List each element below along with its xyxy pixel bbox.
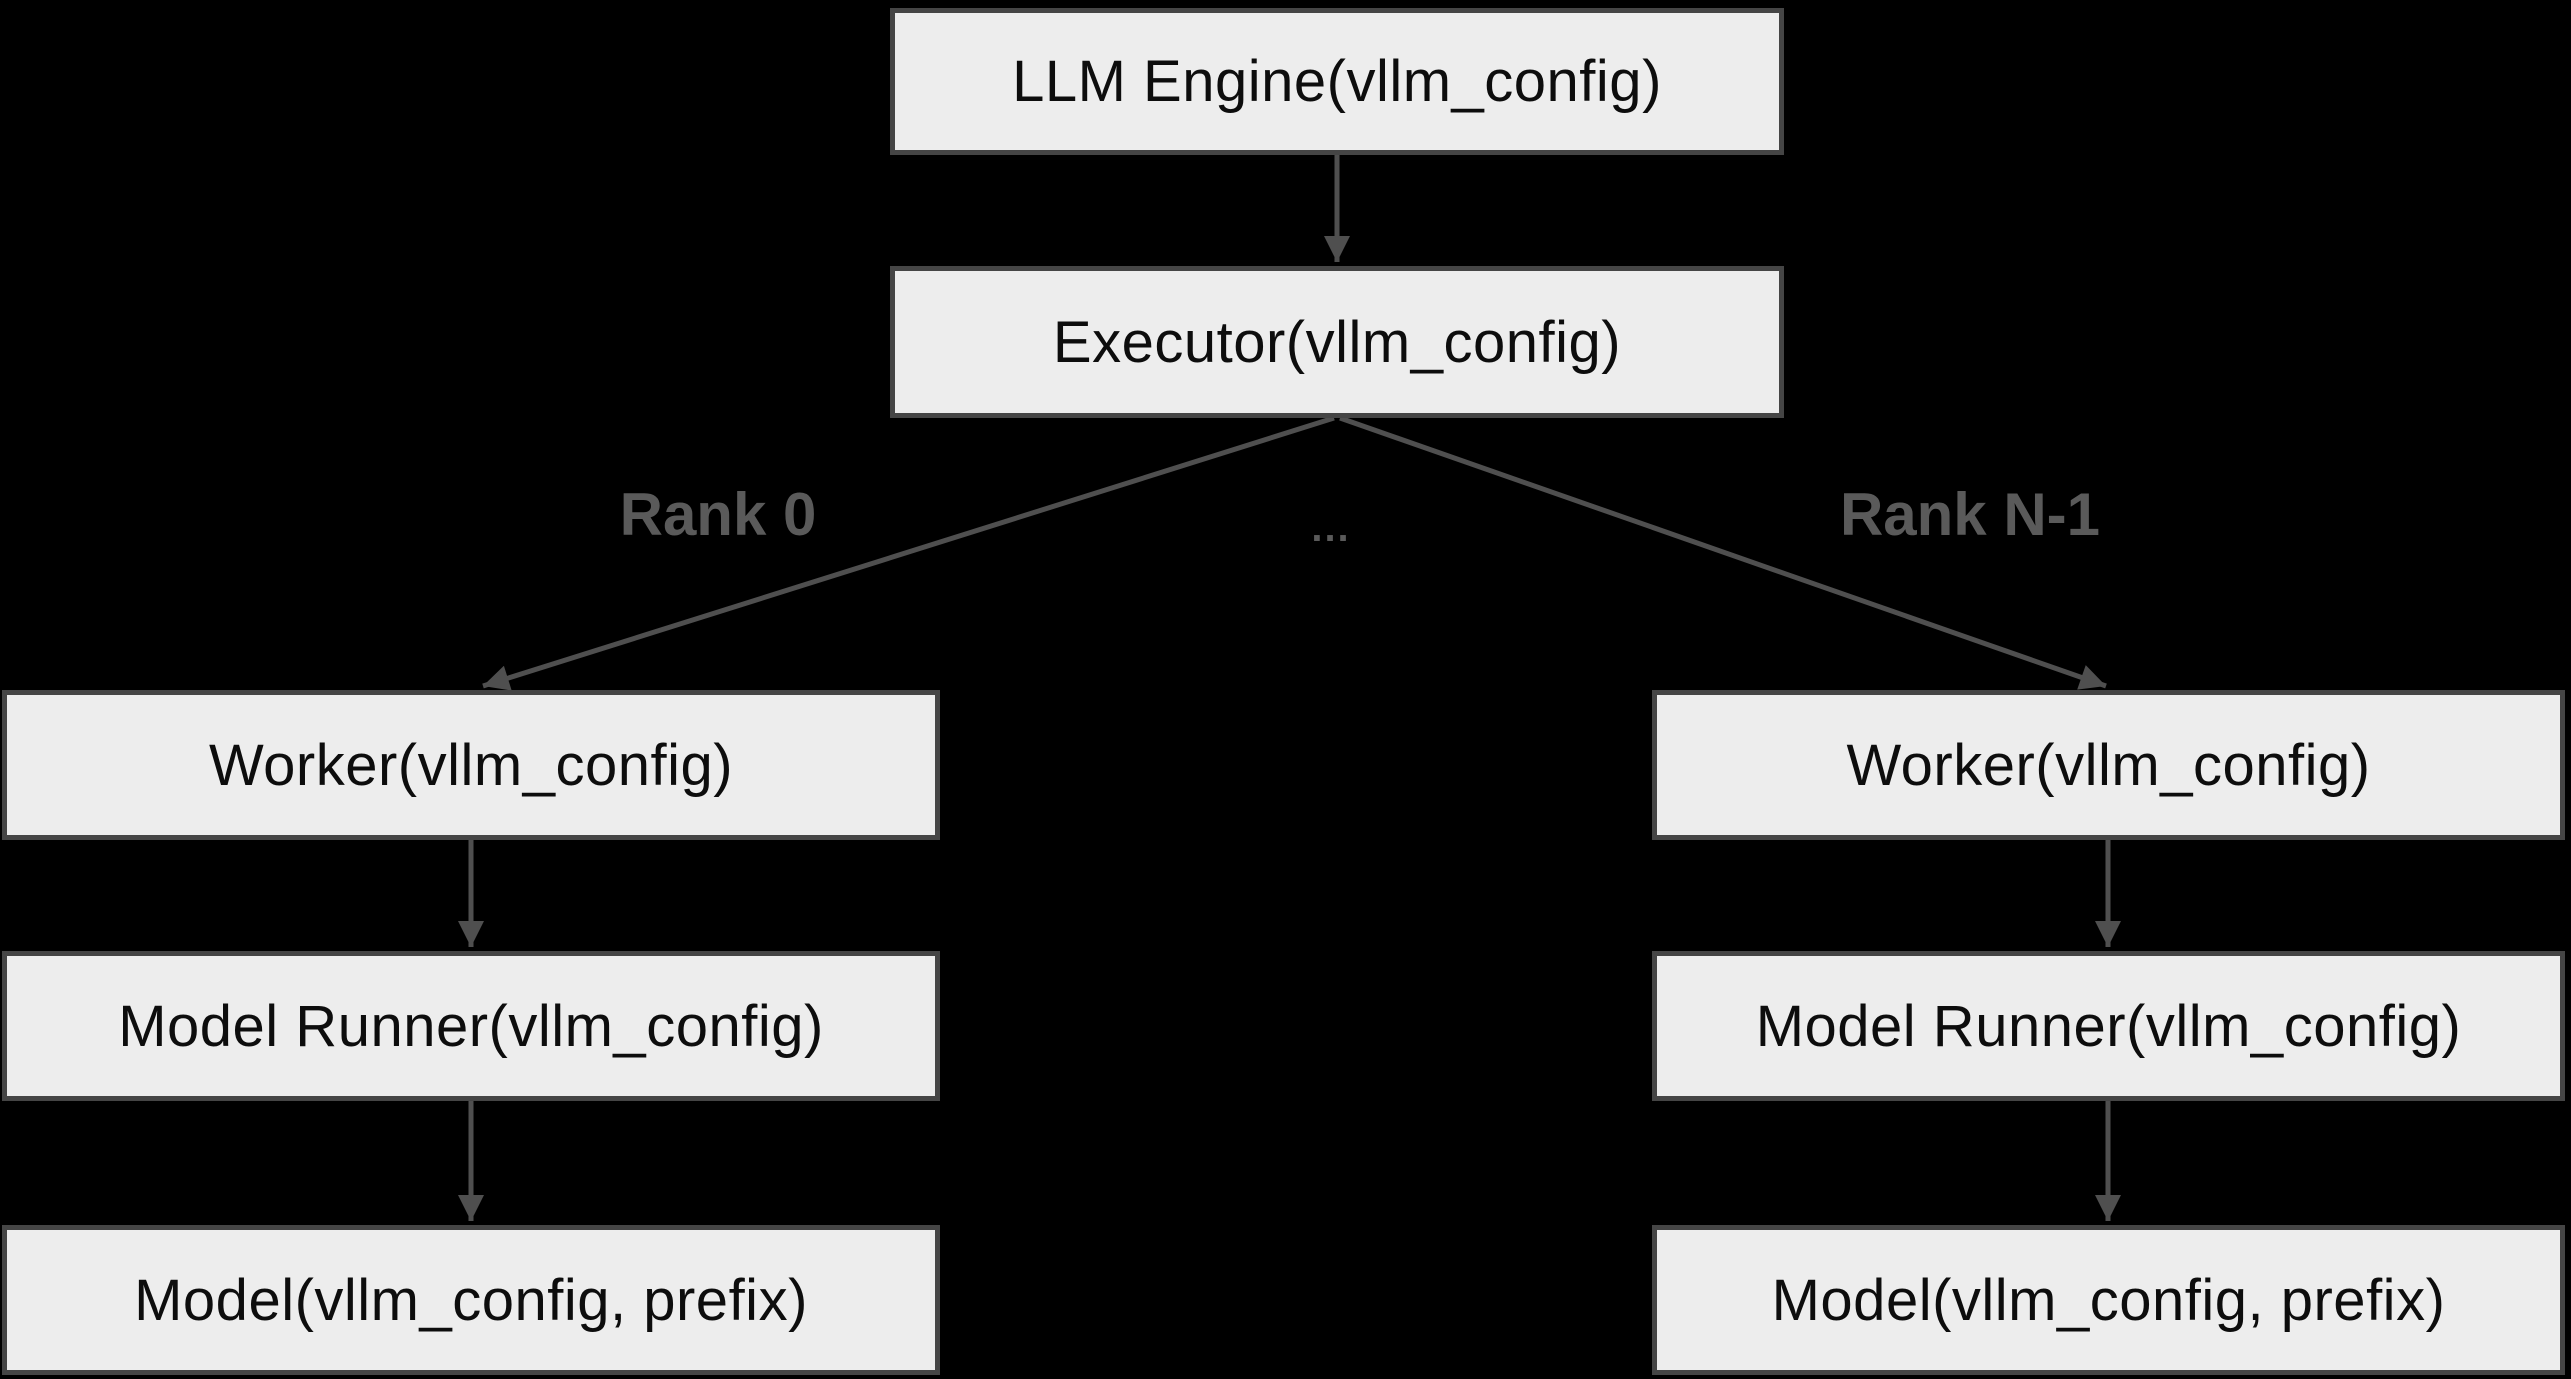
node-worker-rankn: Worker(vllm_config) (1652, 690, 2565, 840)
node-executor: Executor(vllm_config) (890, 266, 1784, 418)
edge-label-rank-n-1: Rank N-1 (1839, 480, 2101, 548)
node-model-rankn: Model(vllm_config, prefix) (1652, 1225, 2565, 1375)
edge-label-rank-0: Rank 0 (619, 480, 817, 548)
node-model-rank0: Model(vllm_config, prefix) (2, 1225, 940, 1375)
edge-label-ellipsis: ... (1311, 505, 1351, 550)
arrow-executor-to-worker-rank0 (482, 415, 1335, 691)
node-model-runner-rank0: Model Runner(vllm_config) (2, 951, 940, 1101)
node-llm-engine: LLM Engine(vllm_config) (890, 8, 1784, 155)
node-model-runner-rankn: Model Runner(vllm_config) (1652, 951, 2565, 1101)
arrow-executor-to-worker-rankn (1339, 415, 2107, 690)
node-worker-rank0: Worker(vllm_config) (2, 690, 940, 840)
